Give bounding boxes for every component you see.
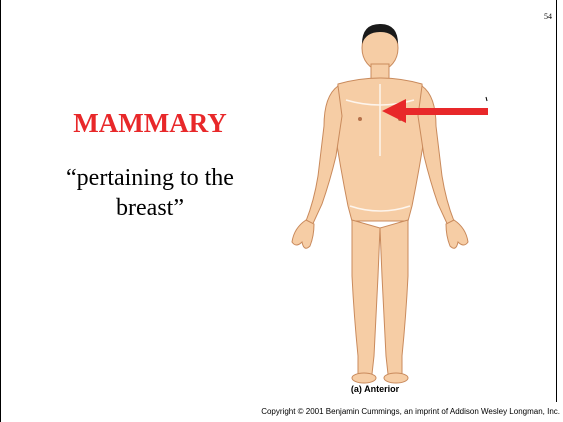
figure-leg-left [352, 220, 380, 374]
slide-border-right [556, 0, 557, 402]
term-title: MAMMARY [40, 108, 260, 139]
figure-hand-right [446, 220, 468, 248]
arrow-tick [486, 97, 487, 101]
figure-foot-right [384, 373, 408, 383]
anterior-body-figure [280, 16, 480, 388]
slide-border-left [0, 0, 1, 422]
figure-leg-right [380, 220, 408, 374]
arrow-head [382, 99, 406, 123]
figure-hand-left [292, 220, 314, 248]
slide-number: 54 [544, 12, 552, 21]
definition-line-2: breast” [34, 193, 266, 223]
figure-foot-left [352, 373, 376, 383]
definition-line-1: “pertaining to the [34, 163, 266, 193]
arrow-shaft [404, 108, 488, 115]
figure-nipple-left [358, 117, 362, 121]
definition: “pertaining to the breast” [34, 163, 266, 223]
copyright-notice: Copyright © 2001 Benjamin Cummings, an i… [210, 407, 560, 416]
figure-caption: (a) Anterior [300, 384, 450, 394]
red-arrow-icon [380, 95, 500, 131]
figure-arm-left [298, 86, 342, 239]
